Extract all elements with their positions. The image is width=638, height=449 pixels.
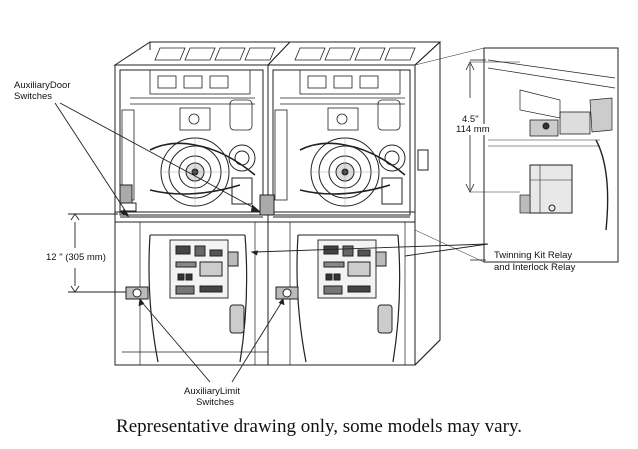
aux-door-label-1: AuxiliaryDoor bbox=[14, 80, 71, 91]
right-limit-switch bbox=[275, 286, 299, 300]
dimension-45-label-1: 4.5" bbox=[462, 114, 479, 125]
left-inducer-motor bbox=[149, 137, 256, 207]
right-inducer-motor bbox=[299, 137, 406, 207]
left-control-board bbox=[169, 239, 239, 299]
dimension-45-label-2: 114 mm bbox=[456, 124, 490, 135]
left-furnace bbox=[113, 41, 292, 366]
aux-limit-label-2: Switches bbox=[196, 397, 235, 408]
figure-caption: Representative drawing only, some models… bbox=[116, 416, 522, 437]
left-top-louvers bbox=[154, 47, 276, 61]
callout-lines bbox=[54, 47, 489, 383]
aux-limit-label-1: AuxiliaryLimit bbox=[184, 386, 240, 397]
relay-detail-inset bbox=[465, 47, 619, 263]
twinning-relay-label-2: and Interlock Relay bbox=[494, 262, 576, 273]
left-blower-housing bbox=[148, 234, 248, 363]
right-furnace bbox=[259, 41, 442, 366]
left-limit-switch bbox=[125, 286, 149, 300]
left-burner-assembly bbox=[121, 69, 255, 201]
aux-door-label-2: Switches bbox=[14, 91, 53, 102]
right-top-louvers bbox=[294, 47, 416, 61]
right-burner-assembly bbox=[274, 69, 405, 201]
dimension-12-label: 12 " (305 mm) bbox=[46, 252, 106, 263]
twinning-relay-label-1: Twinning Kit Relay bbox=[494, 250, 573, 261]
